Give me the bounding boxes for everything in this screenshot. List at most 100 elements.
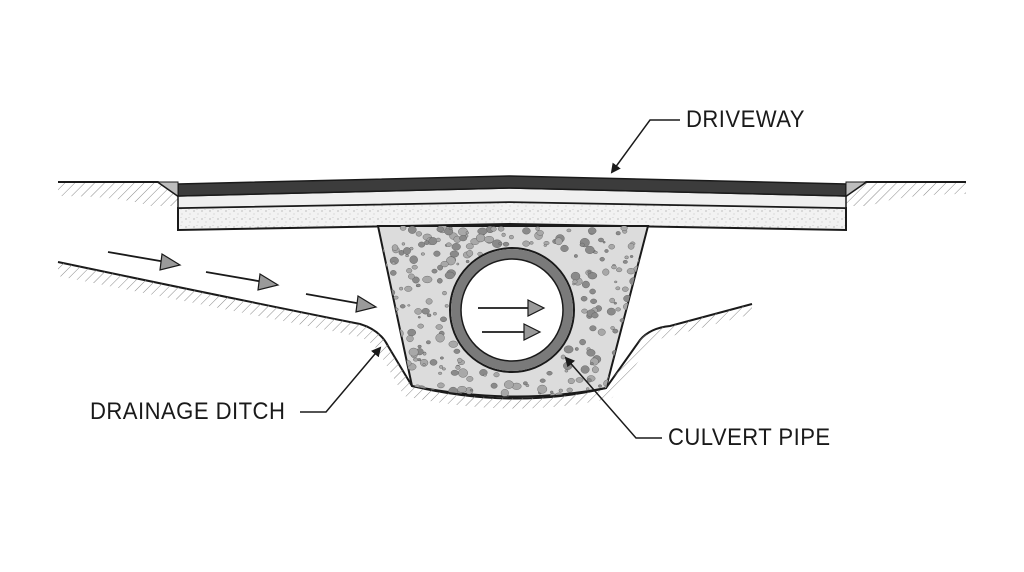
gravel-stone bbox=[437, 382, 445, 389]
gravel-stone bbox=[433, 250, 441, 257]
gravel-stone bbox=[502, 395, 512, 397]
gravel-stone bbox=[624, 319, 632, 327]
gravel-stone bbox=[622, 286, 629, 292]
gravel-stone bbox=[609, 297, 616, 304]
gravel-stone bbox=[445, 242, 452, 247]
gravel-stone bbox=[477, 227, 488, 235]
leader-driveway bbox=[610, 119, 680, 174]
gravel-stone bbox=[416, 283, 421, 288]
gravel-stone bbox=[383, 316, 393, 324]
gravel-stone bbox=[611, 265, 617, 270]
gravel-stone bbox=[529, 241, 534, 245]
gravel-stone bbox=[378, 309, 382, 315]
gravel-stone bbox=[638, 288, 647, 297]
gravel-stone bbox=[439, 365, 444, 369]
gravel-stone bbox=[629, 396, 634, 397]
gravel-stone bbox=[622, 260, 628, 264]
gravel-stone bbox=[580, 365, 590, 374]
gravel-stone bbox=[632, 289, 641, 297]
gravel-stone bbox=[418, 241, 426, 248]
gravel-stone bbox=[456, 262, 460, 266]
gravel-stone bbox=[579, 339, 586, 346]
gravel-stone bbox=[465, 231, 469, 235]
gravel-stone bbox=[623, 348, 627, 351]
gravel-stone bbox=[618, 347, 628, 355]
gravel-stone bbox=[589, 288, 596, 295]
gravel-stone bbox=[640, 399, 644, 402]
gravel-stone bbox=[623, 338, 633, 347]
gravel-stone bbox=[428, 237, 438, 246]
gravel-stone bbox=[422, 363, 426, 366]
gravel-stone bbox=[586, 387, 590, 391]
gravel-stone bbox=[627, 242, 635, 250]
gravel-stone bbox=[381, 282, 388, 287]
gravel-stone bbox=[587, 272, 598, 280]
shoulder-right bbox=[845, 181, 868, 197]
gravel-stone bbox=[458, 368, 468, 378]
gravel-stone bbox=[435, 324, 443, 330]
gravel-stone bbox=[638, 376, 642, 379]
gravel-stone bbox=[500, 389, 509, 397]
gravel-stone bbox=[406, 268, 413, 274]
gravel-stone bbox=[497, 226, 505, 232]
gravel-stone bbox=[563, 345, 574, 354]
gravel-stone bbox=[466, 249, 474, 257]
gravel-stone bbox=[503, 380, 514, 389]
gravel-stone bbox=[508, 235, 514, 240]
gravel-stone bbox=[586, 349, 596, 357]
gravel-stone bbox=[566, 387, 573, 393]
gravel-stone bbox=[404, 285, 413, 292]
gravel-stone bbox=[591, 312, 599, 319]
gravel-stone bbox=[539, 378, 546, 383]
drainage-ditch-label: DRAINAGE DITCH bbox=[90, 398, 286, 425]
gravel-stone bbox=[399, 304, 406, 309]
gravel-stone bbox=[459, 235, 467, 242]
gravel-stone bbox=[378, 299, 382, 304]
gravel-stone bbox=[444, 304, 449, 308]
gravel-stone bbox=[631, 336, 635, 340]
gravel-stone bbox=[390, 270, 397, 276]
gravel-stone bbox=[615, 267, 623, 273]
gravel-stone bbox=[566, 228, 572, 233]
gravel-stone bbox=[445, 256, 456, 266]
gravel-stone bbox=[415, 231, 423, 237]
gravel-stone bbox=[412, 276, 420, 284]
gravel-stone bbox=[424, 240, 430, 245]
gravel-stone bbox=[537, 384, 548, 394]
gravel-stone bbox=[575, 377, 584, 383]
gravel-stone bbox=[457, 357, 463, 363]
gravel-stone bbox=[589, 362, 594, 366]
gravel-stone bbox=[439, 356, 444, 360]
gravel-stone bbox=[432, 312, 437, 316]
gravel-stone bbox=[431, 268, 438, 274]
gravel-stone bbox=[613, 395, 618, 397]
gravel-stone bbox=[535, 226, 540, 231]
gravel-stone bbox=[407, 304, 411, 307]
gravel-stone bbox=[615, 231, 621, 236]
gravel-stone bbox=[378, 260, 383, 267]
gravel-stone bbox=[629, 255, 634, 258]
gravel-stone bbox=[593, 250, 598, 254]
gravel-stone bbox=[630, 326, 640, 333]
gravel-stone bbox=[522, 227, 531, 235]
gravel-stone bbox=[523, 381, 528, 386]
gravel-stone bbox=[391, 261, 396, 265]
gravel-stone bbox=[626, 268, 636, 275]
gravel-stone bbox=[457, 385, 467, 393]
gravel-stone bbox=[574, 347, 579, 351]
gravel-stone bbox=[451, 243, 461, 251]
gravel-stone bbox=[383, 285, 388, 290]
gravel-stone bbox=[570, 271, 581, 281]
gravel-stone bbox=[389, 334, 394, 339]
gravel-stone bbox=[476, 233, 486, 243]
gravel-stone bbox=[612, 328, 619, 334]
gravel-stone bbox=[582, 280, 590, 289]
gravel-stone bbox=[408, 347, 419, 357]
gravel-stone bbox=[637, 382, 642, 387]
ditch-hatch bbox=[58, 262, 752, 409]
gravel-stone bbox=[598, 384, 602, 388]
gravel-stone bbox=[417, 316, 421, 319]
gravel-stone bbox=[598, 237, 604, 243]
